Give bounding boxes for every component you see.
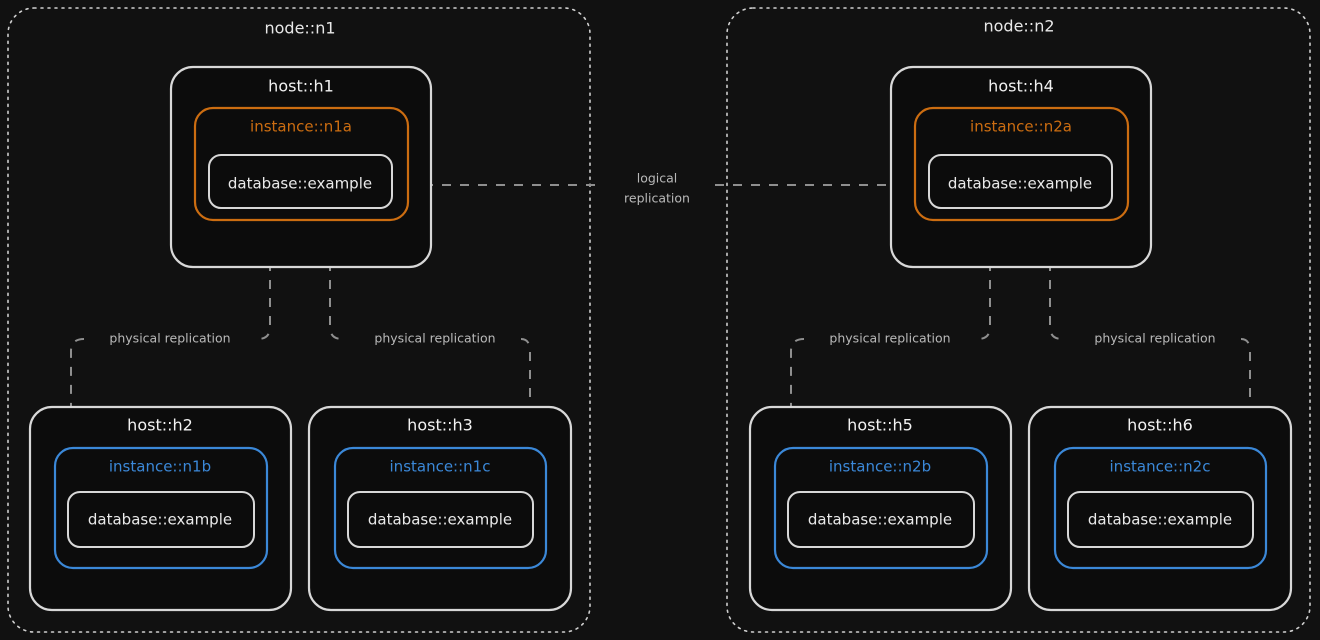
instance-label-n2b: instance::n2b — [829, 458, 931, 476]
database-label-n2c: database::example — [1088, 511, 1232, 529]
instance-box-n2a — [913, 106, 1130, 222]
instance-label-n2a: instance::n2a — [970, 118, 1072, 136]
edge-label-backdrop — [369, 330, 501, 348]
host-label-h1: host::h1 — [268, 77, 334, 96]
edge-label-physical-physical-n2a-n2b: physical replication — [829, 331, 950, 346]
host-label-h3: host::h3 — [407, 416, 473, 435]
node-container-n1[interactable]: node::n1 — [7, 7, 591, 633]
node-label-n2: node::n2 — [983, 17, 1054, 36]
database-container-n2b[interactable]: database::example — [787, 491, 975, 548]
database-container-n1c[interactable]: database::example — [347, 491, 534, 548]
host-label-h4: host::h4 — [988, 77, 1054, 96]
instance-label-n1a: instance::n1a — [250, 118, 352, 136]
host-box-h4 — [889, 65, 1153, 269]
database-container-n2a[interactable]: database::example — [928, 154, 1113, 209]
node-box-n2 — [726, 7, 1311, 633]
host-box-h3 — [307, 405, 573, 612]
database-label-n1c: database::example — [368, 511, 512, 529]
node-container-n2[interactable]: node::n2 — [726, 7, 1311, 633]
database-box-n2b — [787, 491, 975, 548]
instance-label-n2c: instance::n2c — [1110, 458, 1211, 476]
database-label-n1a: database::example — [228, 175, 372, 193]
edge-label-physical-physical-n1a-n1c: physical replication — [374, 331, 495, 346]
host-box-h1 — [169, 65, 433, 269]
node-label-n1: node::n1 — [264, 19, 335, 38]
instance-box-n1a — [193, 106, 410, 222]
database-container-n1b[interactable]: database::example — [67, 491, 255, 548]
database-container-n2c[interactable]: database::example — [1067, 491, 1254, 548]
database-label-n1b: database::example — [88, 511, 232, 529]
instance-box-n1b — [53, 446, 269, 570]
host-box-h6 — [1027, 405, 1293, 612]
edge-line-up — [329, 280, 343, 340]
edge-label-backdrop — [1089, 330, 1221, 348]
edge-label-logical-line2: replication — [624, 191, 690, 206]
host-box-h2 — [28, 405, 293, 612]
host-box-h5 — [748, 405, 1013, 612]
database-box-n2a — [928, 154, 1113, 209]
host-group: host::h1instance::n1adatabase::exampleho… — [28, 65, 1293, 612]
edge-label-group: logical replication physical replication ph… — [104, 171, 1221, 348]
host-label-h5: host::h5 — [847, 416, 913, 435]
edge-label-physical-physical-n1a-n1b: physical replication — [109, 331, 230, 346]
host-label-h6: host::h6 — [1127, 416, 1193, 435]
instance-box-n2b — [773, 446, 989, 570]
database-container-n1a[interactable]: database::example — [208, 154, 393, 209]
edge-label-backdrop — [104, 330, 236, 348]
database-label-n2a: database::example — [948, 175, 1092, 193]
host-label-h2: host::h2 — [127, 416, 193, 435]
database-box-n1c — [347, 491, 534, 548]
database-box-n2c — [1067, 491, 1254, 548]
edge-line-up — [257, 280, 271, 340]
instance-box-n1c — [333, 446, 548, 570]
edge-line-down — [70, 338, 85, 420]
edge-label-backdrop — [824, 330, 956, 348]
edge-label-physical-physical-n2a-n2c: physical replication — [1094, 331, 1215, 346]
instance-box-n2c — [1053, 446, 1268, 570]
instance-label-n1c: instance::n1c — [390, 458, 491, 476]
edge-line-down — [520, 338, 531, 420]
edge-label-logical-line1: logical — [637, 171, 678, 186]
edge-line-down — [1240, 338, 1251, 420]
instance-label-n1b: instance::n1b — [109, 458, 211, 476]
edge-line-up — [977, 280, 991, 340]
node-box-n1 — [7, 7, 591, 633]
database-box-n1a — [208, 154, 393, 209]
node-group: node::n1 node::n2 — [7, 7, 1311, 633]
database-label-n2b: database::example — [808, 511, 952, 529]
edge-line-down — [790, 338, 805, 420]
edge-line-up — [1049, 280, 1063, 340]
database-box-n1b — [67, 491, 255, 548]
